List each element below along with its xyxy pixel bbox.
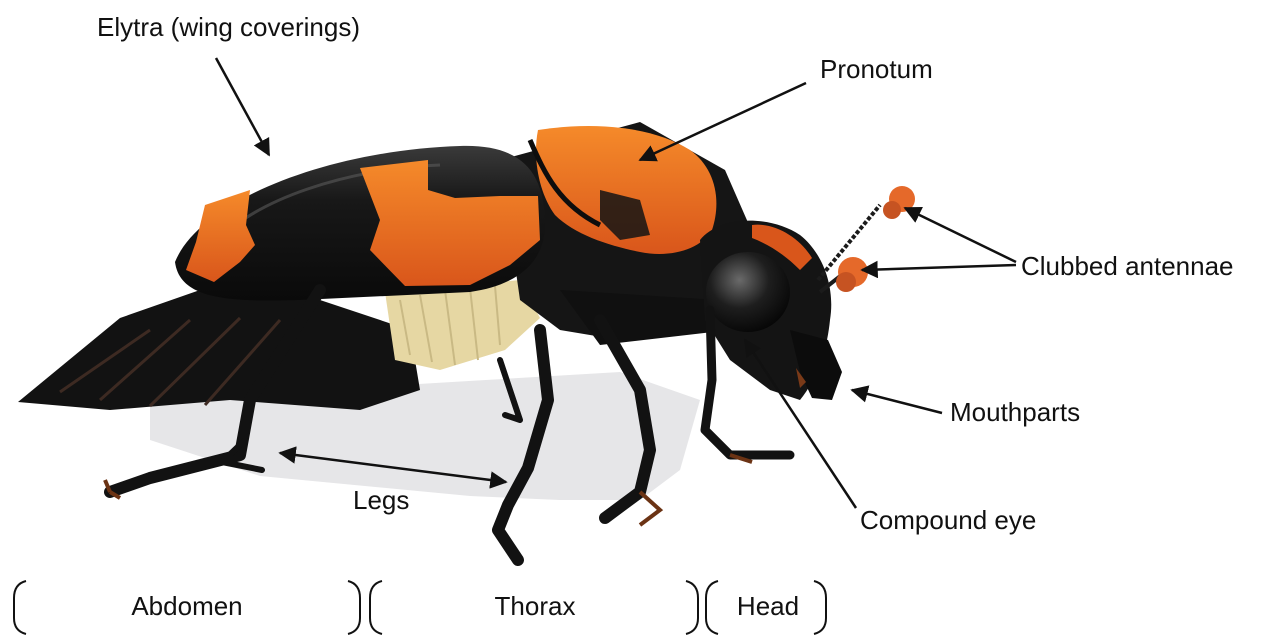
label-legs: Legs bbox=[353, 485, 409, 515]
region-label-abdomen: Abdomen bbox=[12, 578, 362, 634]
label-pronotum: Pronotum bbox=[820, 54, 933, 84]
arrow-mouthparts bbox=[852, 390, 942, 413]
antenna-club-upper-2 bbox=[883, 201, 901, 219]
region-label-head: Head bbox=[708, 578, 828, 634]
label-clubbed-antennae: Clubbed antennae bbox=[1021, 251, 1234, 281]
arrow-elytra bbox=[216, 58, 269, 155]
compound-eye-shape bbox=[706, 252, 790, 332]
arrow-antenna-lower bbox=[862, 265, 1016, 270]
abdomen-shape bbox=[18, 290, 420, 410]
region-label-thorax: Thorax bbox=[370, 578, 700, 634]
label-compound-eye: Compound eye bbox=[860, 505, 1036, 535]
arrow-antenna-upper bbox=[905, 208, 1016, 262]
arrow-pronotum bbox=[640, 83, 806, 160]
label-mouthparts: Mouthparts bbox=[950, 397, 1080, 427]
antenna-club-lower-2 bbox=[836, 272, 856, 292]
label-elytra: Elytra (wing coverings) bbox=[97, 12, 360, 42]
